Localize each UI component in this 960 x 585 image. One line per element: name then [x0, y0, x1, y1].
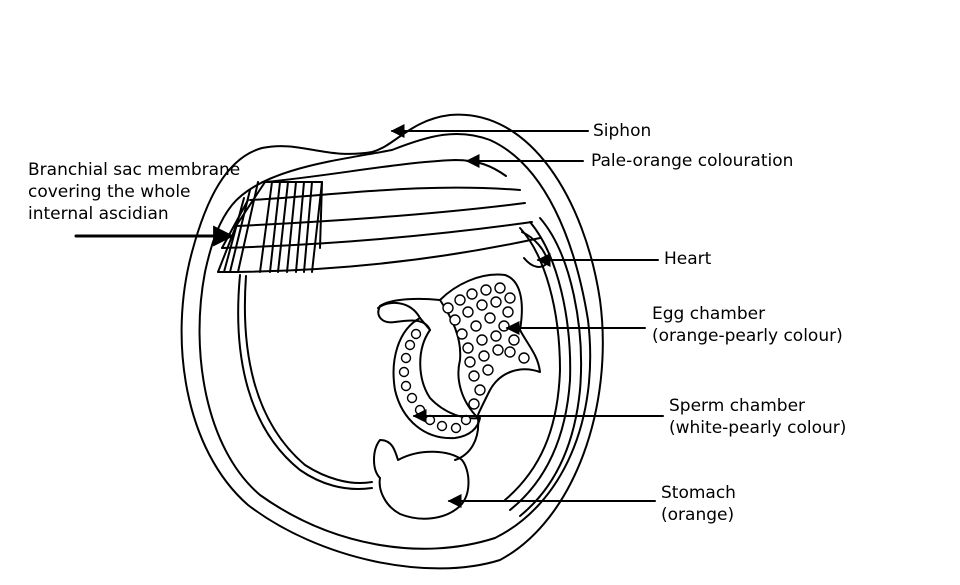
egg-cells — [442, 282, 530, 410]
branchial-label-line-3: internal ascidian — [28, 204, 169, 224]
leader-arrows — [74, 124, 664, 508]
gonad-duct — [377, 297, 441, 331]
egg-chamber-outline — [439, 273, 541, 420]
branchial-label-line-1: Branchial sac membrane — [28, 160, 241, 180]
siphon-label: Siphon — [593, 121, 652, 141]
stomach-label-line-1: Stomach — [661, 483, 736, 503]
sperm-label: Sperm chamber (white-pearly colour) — [669, 395, 846, 439]
body-band-1 — [264, 159, 507, 183]
sperm-chamber-outline — [392, 317, 481, 440]
egg-label: Egg chamber (orange-pearly colour) — [652, 303, 843, 347]
stomach-label-line-2: (orange) — [661, 505, 735, 525]
branchial-label-line-2: covering the whole — [28, 182, 191, 202]
cavity-lining-1 — [237, 274, 373, 490]
stomach-outline — [373, 439, 470, 520]
stomach-label: Stomach (orange) — [661, 482, 736, 526]
mantle-line-2 — [509, 221, 572, 511]
body-band-3 — [235, 202, 526, 227]
egg-label-line-2: (orange-pearly colour) — [652, 326, 843, 346]
egg-label-line-1: Egg chamber — [652, 304, 766, 324]
sperm-label-line-2: (white-pearly colour) — [669, 418, 847, 438]
intestine-loop — [377, 301, 480, 461]
mantle-line-1 — [504, 227, 561, 501]
sperm-label-line-1: Sperm chamber — [669, 396, 806, 416]
body-band-5 — [217, 237, 541, 273]
heart-label: Heart — [664, 249, 712, 269]
cavity-lining-2 — [243, 275, 373, 484]
inner-tunic — [198, 132, 592, 550]
pale-orange-label: Pale-orange colouration — [591, 151, 794, 171]
body-band-2 — [249, 186, 521, 201]
body-band-4 — [221, 221, 533, 249]
branchial-grid — [217, 181, 323, 273]
branchial-label: Branchial sac membrane covering the whol… — [28, 159, 240, 225]
